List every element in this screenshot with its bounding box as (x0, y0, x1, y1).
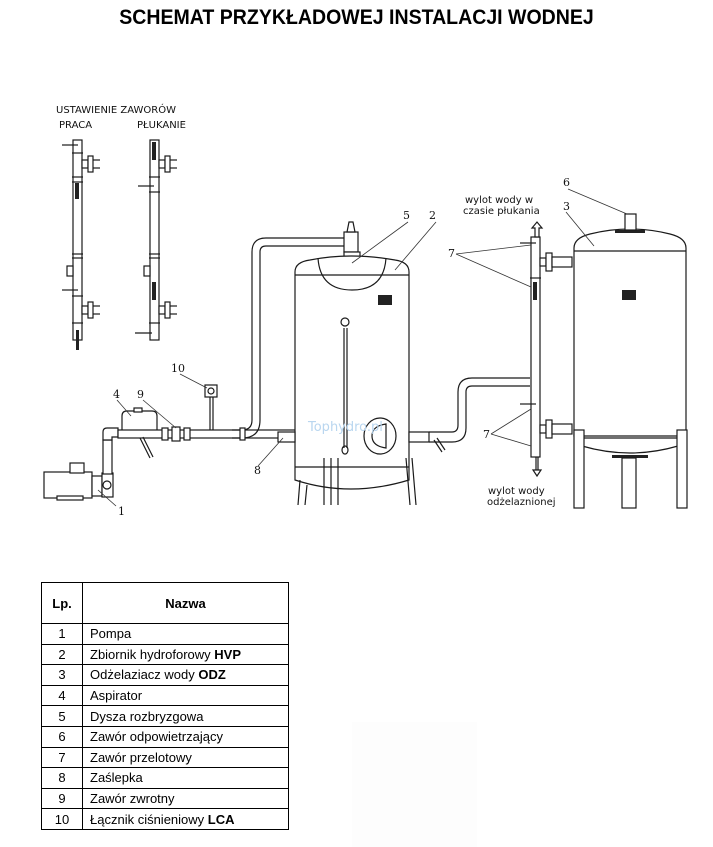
row-name-text: Zawór zwrotny (90, 791, 175, 807)
table-row: 5 Dysza rozbryzgowa (41, 705, 289, 727)
callout-5: 5 (403, 209, 410, 222)
outlet-clean-label-line1: wylot wody (488, 486, 545, 497)
valve-column-work (62, 139, 100, 350)
callout-7-bottom: 7 (483, 428, 490, 441)
feed-pipe (232, 237, 344, 441)
odz-tank (573, 213, 688, 509)
row-lp: 3 (41, 664, 83, 686)
watermark: Tophydro.pl (307, 420, 383, 435)
row-lp: 10 (41, 808, 83, 830)
row-name-text: Zbiornik hydroforowy (90, 646, 215, 662)
outlet-clean-label-line2: odżelaznionej (487, 497, 556, 508)
row-name-text: Zawór odpowietrzający (90, 729, 223, 745)
row-lp: 4 (41, 684, 83, 707)
row-name-code: HVP (214, 646, 242, 662)
row-name: Zawór przelotowy (82, 746, 289, 769)
row-name-text: Zaślepka (90, 770, 143, 786)
page-title: SCHEMAT PRZYKŁADOWEJ INSTALACJI WODNEJ (119, 6, 594, 29)
outlet-flush-label-line1: wylot wody w (465, 195, 533, 206)
row-lp: 7 (41, 746, 83, 769)
row-name: Zawór zwrotny (82, 787, 289, 810)
header-lp: Lp. (41, 582, 83, 624)
row-name: Zbiornik hydroforowy HVP (82, 643, 289, 666)
callout-4: 4 (113, 388, 120, 401)
table-row: 8 Zaślepka (41, 767, 289, 789)
row-lp: 5 (41, 705, 83, 727)
table-row: 1 Pompa (41, 623, 289, 645)
callout-10: 10 (171, 362, 185, 375)
row-name: Pompa (82, 623, 289, 645)
table-row: 9 Zawór zwrotny (41, 787, 289, 810)
installation-diagram: USTAWIENIE ZAWORÓW PRACA PŁUKANIE (0, 40, 713, 530)
outlet-flush-label-line2: czasie płukania (463, 206, 540, 217)
row-name: Odżelaziacz wody ODZ (82, 664, 289, 686)
hvp-tank (277, 255, 430, 506)
valve-mode-flush-label: PŁUKANIE (137, 120, 186, 131)
row-name-text: Aspirator (90, 688, 143, 704)
row-lp: 2 (41, 643, 83, 666)
callout-1: 1 (118, 505, 125, 518)
table-row: 4 Aspirator (41, 684, 289, 707)
check-valve (161, 426, 191, 442)
row-name-text: Pompa (90, 626, 132, 642)
callout-3: 3 (563, 200, 570, 213)
pressure-switch (204, 384, 218, 430)
row-name: Dysza rozbryzgowa (82, 705, 289, 727)
callout-9: 9 (137, 388, 144, 401)
row-name: Łącznik ciśnieniowy LCA (82, 808, 289, 830)
row-name: Zawór odpowietrzający (82, 725, 289, 748)
table-row: 6 Zawór odpowietrzający (41, 725, 289, 748)
row-lp: 9 (41, 787, 83, 810)
row-name-text: Dysza rozbryzgowa (90, 708, 204, 724)
manifold (520, 221, 573, 478)
valve-mode-work-label: PRACA (59, 120, 92, 131)
row-name-text: Zawór przelotowy (90, 749, 192, 765)
pump (43, 462, 114, 501)
valve-settings-section: USTAWIENIE ZAWORÓW PRACA PŁUKANIE (56, 103, 186, 350)
row-name-text: Odżelaziacz wody (90, 667, 199, 683)
outlet-pipe (429, 377, 530, 453)
row-lp: 6 (41, 725, 83, 748)
callout-8: 8 (254, 464, 261, 477)
header-name: Nazwa (82, 582, 289, 624)
callout-7-top: 7 (448, 247, 455, 260)
row-name-code: LCA (207, 811, 235, 827)
row-name-code: ODZ (198, 667, 226, 683)
legend-header-row: Lp. Nazwa (41, 582, 289, 624)
row-name: Aspirator (82, 684, 289, 707)
callout-2: 2 (429, 209, 436, 222)
row-lp: 8 (41, 767, 83, 789)
row-name: Zaślepka (82, 767, 289, 789)
aspirator (121, 407, 158, 459)
row-lp: 1 (41, 623, 83, 645)
blank-area (352, 722, 477, 847)
valve-settings-heading: USTAWIENIE ZAWORÓW (56, 103, 176, 116)
callout-6: 6 (563, 176, 570, 189)
table-row: 7 Zawór przelotowy (41, 746, 289, 769)
callouts: 1 2 3 4 5 6 7 7 8 9 10 (97, 176, 628, 518)
row-name-text: Łącznik ciśnieniowy (90, 811, 208, 827)
valve-column-flush (135, 139, 177, 341)
